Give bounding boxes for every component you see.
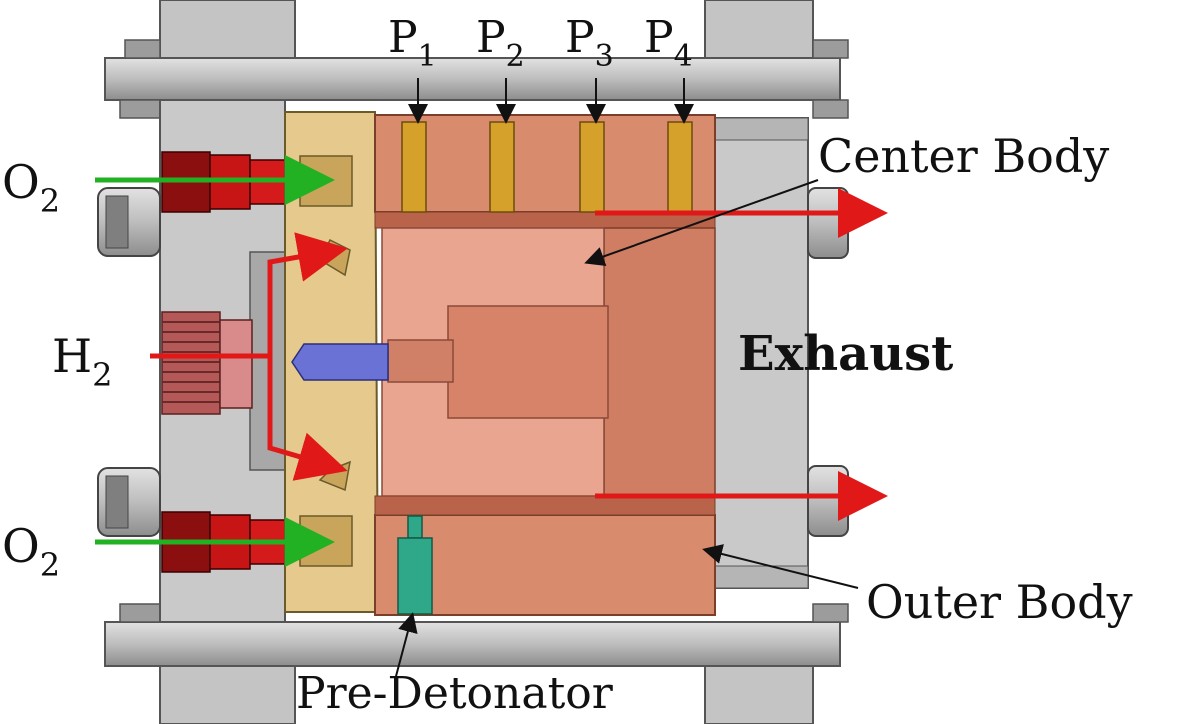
outer-body-label: Outer Body xyxy=(866,575,1133,629)
center-body xyxy=(381,227,609,497)
outer-body xyxy=(374,114,716,616)
h2-flow-arrow-lower xyxy=(267,356,348,481)
leader-arrows xyxy=(394,78,859,681)
o2-label-bottom: O2 xyxy=(2,519,60,584)
sensor-p1 xyxy=(401,121,427,213)
h2-center-pin xyxy=(291,343,389,381)
p1-label: P1 xyxy=(388,12,437,74)
sensor-p2 xyxy=(489,121,515,213)
p3-label: P3 xyxy=(565,12,614,74)
h2-label: H2 xyxy=(52,329,112,394)
bottom-frame xyxy=(104,603,849,724)
pre-detonator-device xyxy=(397,515,433,615)
h2-threaded-inlet xyxy=(161,311,253,415)
exhaust-label: Exhaust xyxy=(738,326,953,382)
sensor-p4 xyxy=(667,121,693,213)
h2-flow-arrow xyxy=(150,232,348,359)
top-frame xyxy=(104,0,849,119)
center-body-label: Center Body xyxy=(818,129,1109,183)
pre-detonator-label: Pre-Detonator xyxy=(296,668,614,719)
flow-arrows xyxy=(95,155,888,567)
p2-label: P2 xyxy=(476,12,525,74)
sensor-p3 xyxy=(579,121,605,213)
o2-label-top: O2 xyxy=(2,155,60,220)
p4-label: P4 xyxy=(644,12,693,74)
